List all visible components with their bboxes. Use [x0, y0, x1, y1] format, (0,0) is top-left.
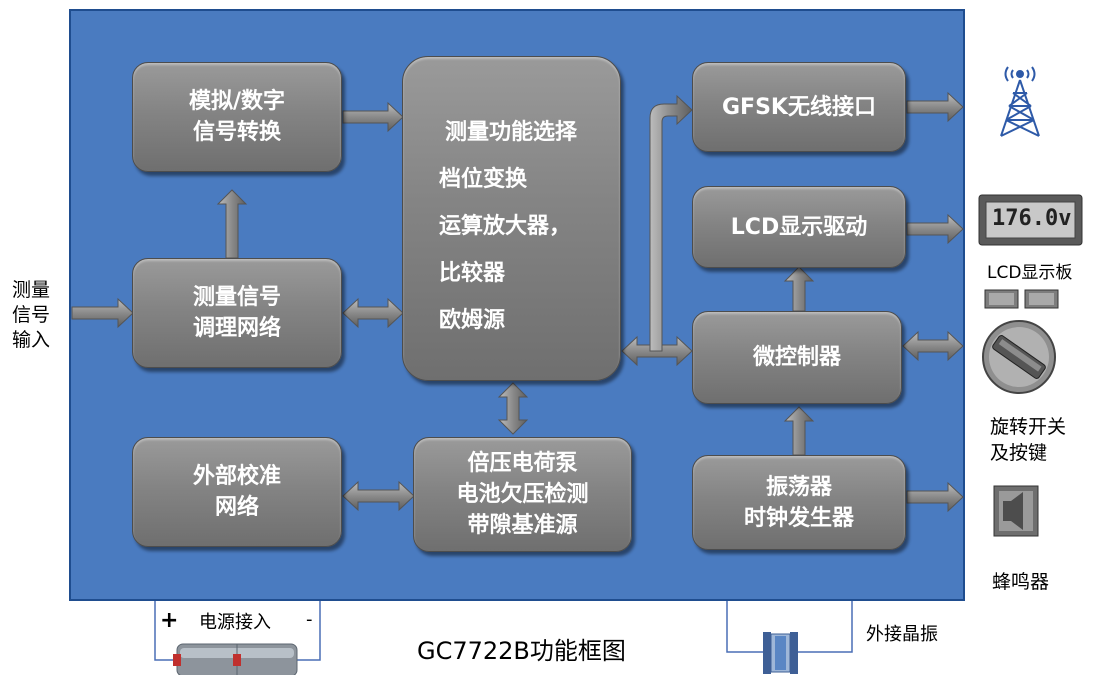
power-minus-sign: -	[306, 609, 313, 630]
buzzer-label: 蜂鸣器	[992, 571, 1050, 593]
calibration-block: 外部校准 网络	[132, 437, 342, 547]
select-line-5: 欧姆源	[439, 308, 506, 333]
input-label-line-3: 输入	[12, 329, 51, 351]
rotary-switch-line-1: 旋转开关	[990, 416, 1067, 438]
calibration-chargepump-arrow	[342, 480, 415, 512]
antenna-tower-icon	[1000, 66, 1040, 137]
calibration-line-2: 网络	[214, 495, 259, 520]
lcd-out-arrow	[906, 213, 964, 245]
battery-icon	[173, 643, 298, 675]
adc-block: 模拟/数字 信号转换	[132, 62, 342, 172]
gfsk-wireless-block: GFSK无线接口	[692, 62, 906, 152]
oscillator-block: 振荡器 时钟发生器	[692, 455, 906, 550]
charge-pump-block: 倍压电荷泵 电池欠压检测 带隙基准源	[413, 437, 632, 552]
bus-to-gfsk-arrow	[649, 94, 693, 352]
conditioning-line-2: 调理网络	[192, 316, 281, 341]
power-wire	[154, 601, 321, 661]
buzzer-icon	[993, 485, 1039, 537]
oscillator-line-2: 时钟发生器	[743, 505, 854, 531]
lcd-panel-label: LCD显示板	[987, 263, 1073, 283]
select-chargepump-arrow	[497, 382, 529, 435]
lcd-panel-reading: 176.0v	[992, 206, 1072, 231]
input-label-line-1: 测量	[12, 279, 51, 301]
gfsk-label: GFSK无线接口	[722, 94, 876, 120]
oscillator-out-arrow	[906, 481, 964, 513]
oscillator-to-mcu-arrow	[783, 406, 815, 456]
lcd-driver-block: LCD显示驱动	[692, 186, 906, 268]
mcu-to-lcd-arrow	[783, 266, 815, 312]
mcu-label: 微控制器	[752, 345, 841, 370]
select-line-2: 档位变换	[439, 167, 528, 192]
crystal-label: 外接晶振	[866, 624, 938, 645]
rotary-switch-label: 旋转开关 及按键	[990, 414, 1066, 466]
charge-pump-line-3: 带隙基准源	[467, 513, 578, 538]
rotary-switch-icon	[982, 320, 1056, 394]
select-line-4: 比较器	[439, 261, 506, 286]
input-label: 测量 信号 输入	[12, 278, 50, 353]
mcu-block: 微控制器	[692, 311, 902, 404]
diagram-title: GC7722B功能框图	[417, 637, 626, 665]
power-input-label: 电源接入	[199, 612, 271, 633]
conditioning-select-arrow	[342, 297, 404, 329]
lcd-panel-icon	[978, 194, 1083, 246]
charge-pump-line-1: 倍压电荷泵	[467, 451, 578, 476]
panel-buttons	[984, 289, 1059, 309]
signal-conditioning-block: 测量信号 调理网络	[132, 258, 342, 368]
conditioning-line-1: 测量信号	[192, 285, 281, 310]
select-line-3: 运算放大器，	[439, 214, 572, 239]
charge-pump-line-2: 电池欠压检测	[456, 482, 589, 507]
oscillator-line-1: 振荡器	[765, 474, 832, 500]
input-arrow	[71, 297, 134, 329]
adc-to-select-arrow	[342, 101, 404, 133]
crystal-wire	[726, 601, 853, 653]
gfsk-out-arrow	[906, 91, 964, 123]
calibration-line-1: 外部校准	[192, 464, 281, 489]
rotary-switch-line-2: 及按键	[990, 442, 1048, 464]
lcd-driver-label: LCD显示驱动	[730, 214, 868, 240]
function-select-block: 测量功能选择 档位变换 运算放大器， 比较器 欧姆源	[402, 56, 621, 381]
mcu-switch-arrow	[902, 330, 964, 362]
power-plus-sign: +	[160, 608, 179, 633]
crystal-icon	[763, 632, 798, 674]
select-line-1: 测量功能选择	[445, 120, 578, 145]
adc-line-1: 模拟/数字	[188, 89, 286, 114]
input-label-line-2: 信号	[12, 304, 51, 326]
conditioning-to-adc-arrow	[216, 189, 248, 259]
adc-line-2: 信号转换	[192, 120, 281, 145]
